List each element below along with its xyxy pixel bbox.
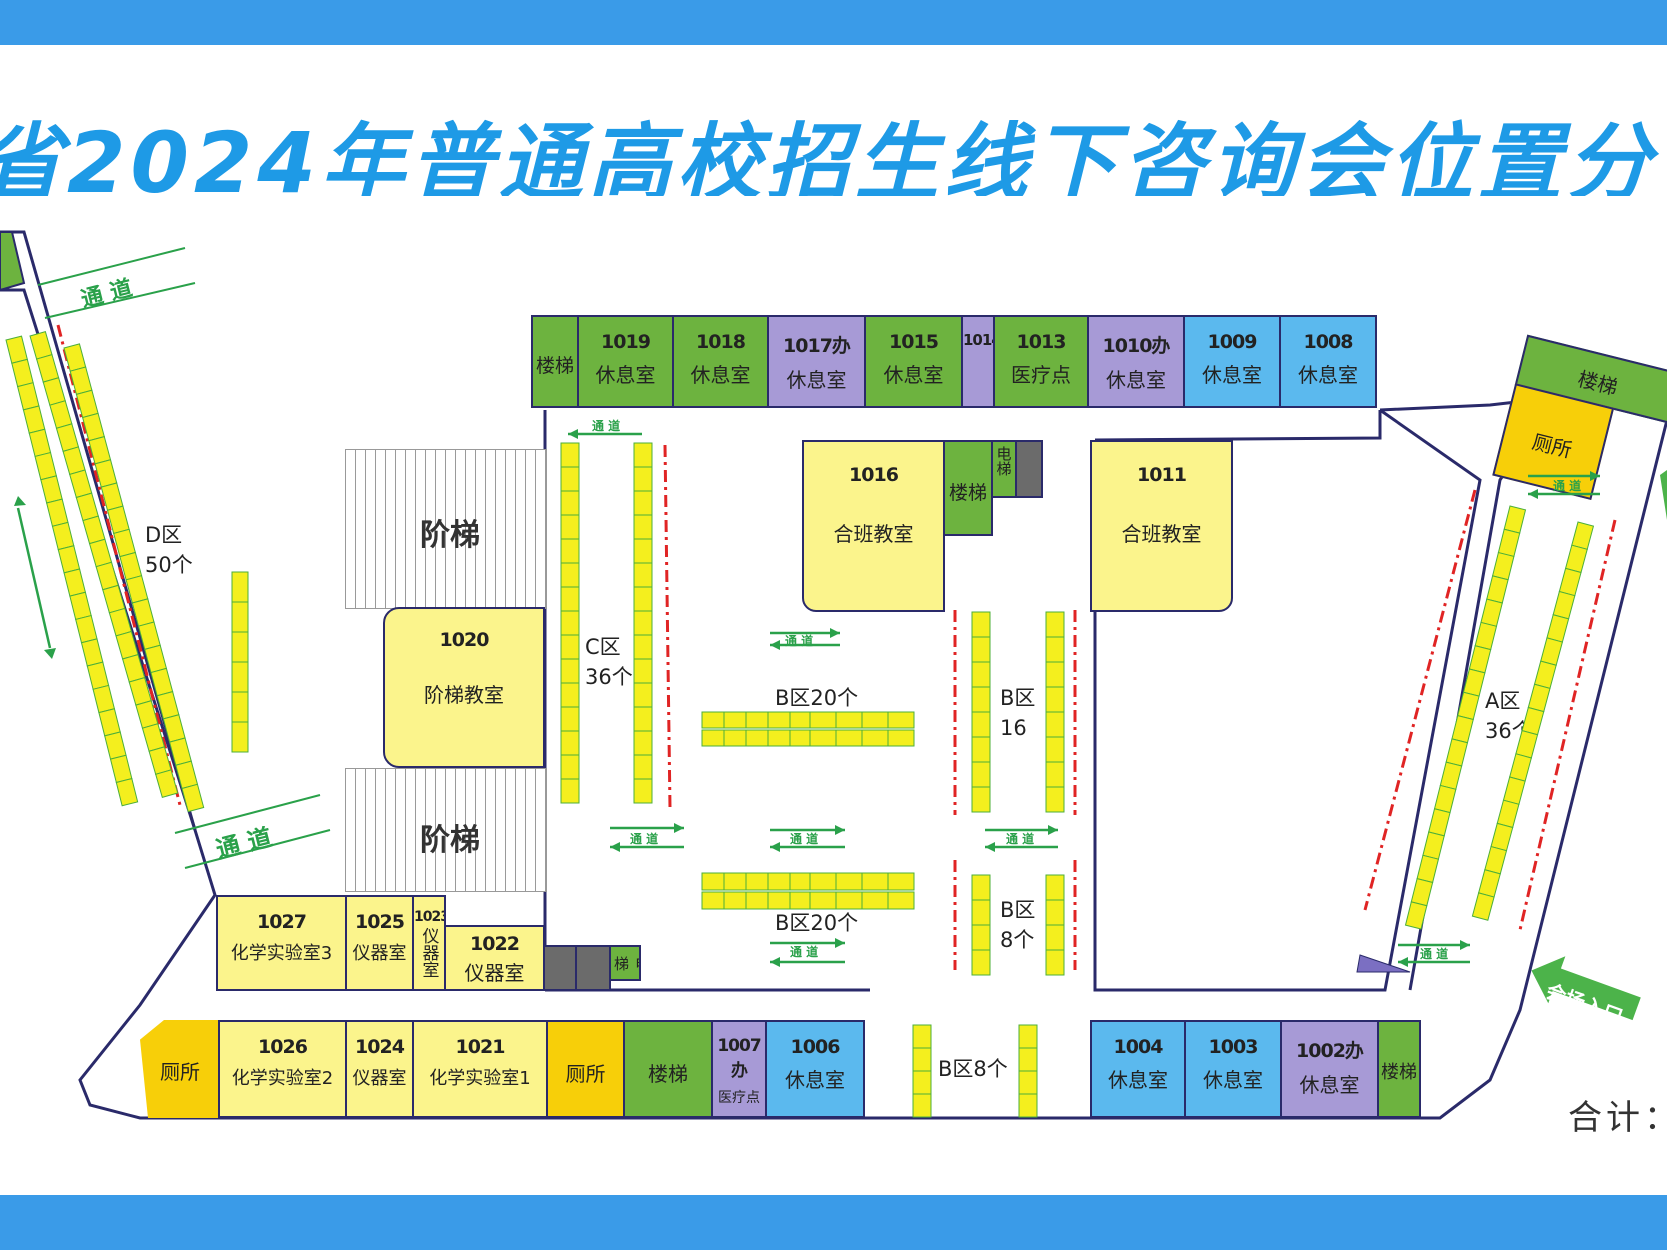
- gray-block-2: [575, 945, 611, 991]
- room-1017: 1017办休息室: [767, 315, 866, 408]
- room-bottom-toilet-1: 厕所: [140, 1020, 220, 1118]
- elevator-upper: 电梯: [991, 440, 1017, 498]
- corridor-label-mid-left: 通 道: [213, 823, 274, 864]
- corridor-label-top-left: 通 道: [78, 275, 134, 313]
- room-1016-stairs: 楼梯: [943, 440, 993, 536]
- room-top-stairs: 楼梯: [531, 315, 579, 408]
- stairs-label-upper: 阶梯: [420, 518, 480, 553]
- room-1010: 1010办休息室: [1087, 315, 1185, 408]
- bottom-band: [0, 1195, 1667, 1250]
- gray-block-1: [543, 945, 577, 991]
- room-1007: 1007办医疗点: [711, 1020, 767, 1118]
- entrance-arrow: [1531, 956, 1641, 1021]
- elevator-lower: 电梯: [609, 945, 641, 981]
- room-bottom-toilet-2: 厕所: [546, 1020, 625, 1118]
- zone-b-top-label: B区20个: [775, 686, 859, 710]
- page-title-text: 省2024年普通高校招生线下咨询会位置分: [0, 114, 1656, 196]
- total-label: 合计：: [1568, 1098, 1667, 1138]
- top-band: [0, 0, 1667, 45]
- gray-block-upper: [1015, 440, 1043, 498]
- page-title: 省2024年普通高校招生线下咨询会位置分: [0, 96, 1667, 196]
- room-1002: 1002办休息室: [1280, 1020, 1379, 1118]
- room-bottom-stairs-2: 楼梯: [1377, 1020, 1421, 1118]
- stairs-label-lower: 阶梯: [420, 823, 480, 858]
- room-bottom-stairs-1: 楼梯: [623, 1020, 713, 1118]
- zone-b-mid-label: B区20个: [775, 911, 859, 935]
- zone-b8b-label: B区8个: [938, 1057, 1008, 1081]
- stairs-block-lower: [345, 768, 547, 892]
- room-1014: 1014: [961, 315, 995, 408]
